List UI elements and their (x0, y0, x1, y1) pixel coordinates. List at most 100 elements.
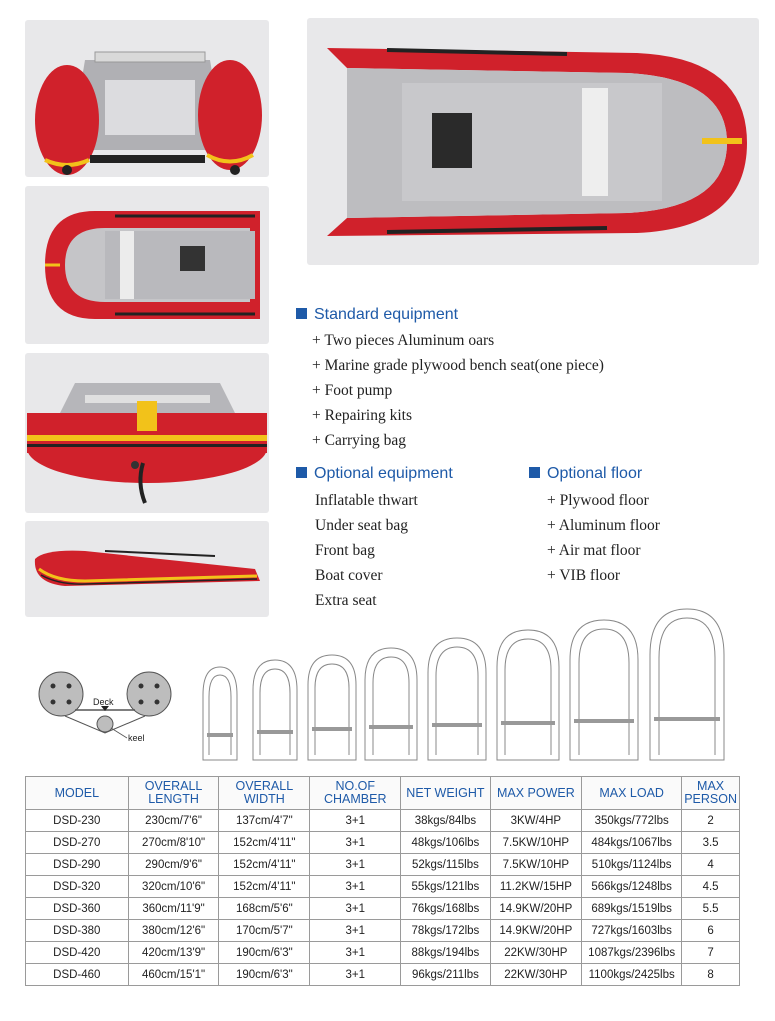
table-cell: 566kgs/1248lbs (581, 875, 683, 898)
boat-main-image (327, 48, 747, 236)
boat-size-lineup-drawing (202, 608, 725, 761)
table-cell: DSD-320 (25, 875, 129, 898)
col-header-net-weight: NET WEIGHT (400, 776, 491, 810)
table-cell: 137cm/4'7" (218, 809, 311, 832)
table-cell: 320cm/10'6" (127, 875, 220, 898)
table-cell: 270cm/8'10" (127, 831, 220, 854)
table-cell: 152cm/4'11" (218, 875, 311, 898)
table-cell: 4 (681, 853, 740, 876)
table-cell: 3+1 (309, 875, 402, 898)
table-cell: DSD-380 (25, 919, 129, 942)
list-item: Inflatable thwart (315, 492, 418, 509)
list-item: Under seat bag (315, 517, 408, 534)
table-cell: 3+1 (309, 963, 402, 986)
table-cell: DSD-460 (25, 963, 129, 986)
optional-equipment-heading-text: Optional equipment (314, 465, 453, 482)
standard-equipment-list: + Two pieces Aluminum oars + Marine grad… (312, 328, 604, 453)
standard-equipment-heading-text: Standard equipment (314, 306, 459, 323)
table-cell: 168cm/5'6" (218, 897, 311, 920)
table-cell: 230cm/7'6" (127, 809, 220, 832)
table-cell: 52kgs/115lbs (400, 853, 491, 876)
deck-label: Deck (93, 697, 114, 707)
list-item: + Aluminum floor (547, 517, 660, 534)
table-cell: 152cm/4'11" (218, 831, 311, 854)
standard-equipment-heading: Standard equipment (296, 306, 458, 324)
list-item: Front bag (315, 542, 375, 559)
table-cell: 6 (681, 919, 740, 942)
col-header-model: MODEL (25, 776, 129, 810)
table-cell: DSD-290 (25, 853, 129, 876)
list-item: + Carrying bag (312, 432, 406, 449)
boat-rear-image (27, 383, 267, 504)
boat-photo-rear (25, 353, 269, 513)
optional-floor-heading-text: Optional floor (547, 465, 643, 482)
table-cell: 3+1 (309, 919, 402, 942)
table-cell: 510kgs/1124lbs (581, 853, 683, 876)
list-item: + Plywood floor (547, 492, 649, 509)
table-cell: 727kgs/1603lbs (581, 919, 683, 942)
col-header-max-power: MAX POWER (489, 776, 583, 810)
table-cell: 689kgs/1519lbs (581, 897, 683, 920)
table-cell: 152cm/4'11" (218, 853, 311, 876)
col-header-chamber: NO.OF CHAMBER (309, 776, 402, 810)
table-cell: 2 (681, 809, 740, 832)
optional-equipment-list: Inflatable thwart Under seat bag Front b… (315, 488, 418, 613)
table-cell: 14.9KW/20HP (489, 897, 583, 920)
boat-side-image (34, 550, 260, 586)
table-cell: 88kgs/194lbs (400, 941, 491, 964)
table-cell: 5.5 (681, 897, 740, 920)
bullet-square-icon (529, 467, 540, 478)
table-cell: 3+1 (309, 831, 402, 854)
table-cell: 420cm/13'9" (127, 941, 220, 964)
table-cell: 190cm/6'3" (218, 963, 311, 986)
list-item: Extra seat (315, 592, 377, 609)
table-cell: 1100kgs/2425lbs (581, 963, 683, 986)
col-header-max-load: MAX LOAD (581, 776, 683, 810)
table-cell: 14.9KW/20HP (489, 919, 583, 942)
list-item: + Two pieces Aluminum oars (312, 332, 495, 349)
table-cell: 290cm/9'6" (127, 853, 220, 876)
list-item: + Marine grade plywood bench seat(one pi… (312, 357, 604, 374)
boat-photo-side (25, 521, 269, 617)
table-header-row: MODEL OVERALL LENGTH OVERALL WIDTH NO.OF… (25, 776, 740, 810)
table-cell: 22KW/30HP (489, 941, 583, 964)
list-item: + VIB floor (547, 567, 621, 584)
table-cell: 7.5KW/10HP (489, 831, 583, 854)
table-cell: 3KW/4HP (489, 809, 583, 832)
table-cell: 48kgs/106lbs (400, 831, 491, 854)
table-cell: 96kgs/211lbs (400, 963, 491, 986)
table-cell: 190cm/6'3" (218, 941, 311, 964)
col-header-width: OVERALL WIDTH (218, 776, 311, 810)
table-cell: 76kgs/168lbs (400, 897, 491, 920)
table-cell: 3+1 (309, 941, 402, 964)
boat-photo-front (25, 20, 269, 177)
table-cell: 8 (681, 963, 740, 986)
list-item: + Repairing kits (312, 407, 413, 424)
table-cell: 350kgs/772lbs (581, 809, 683, 832)
table-cell: 38kgs/84lbs (400, 809, 491, 832)
hull-cross-section-diagram (38, 671, 172, 739)
table-cell: 360cm/11'9" (127, 897, 220, 920)
table-cell: 380cm/12'6" (127, 919, 220, 942)
table-cell: 11.2KW/15HP (489, 875, 583, 898)
table-cell: 460cm/15'1" (127, 963, 220, 986)
table-cell: DSD-270 (25, 831, 129, 854)
table-cell: 22KW/30HP (489, 963, 583, 986)
table-cell: 3+1 (309, 809, 402, 832)
table-cell: 4.5 (681, 875, 740, 898)
table-cell: 55kgs/121lbs (400, 875, 491, 898)
table-cell: 3+1 (309, 897, 402, 920)
optional-floor-list: + Plywood floor + Aluminum floor + Air m… (547, 488, 660, 588)
col-header-length: OVERALL LENGTH (127, 776, 220, 810)
table-cell: 3+1 (309, 853, 402, 876)
keel-label: keel (128, 733, 145, 743)
